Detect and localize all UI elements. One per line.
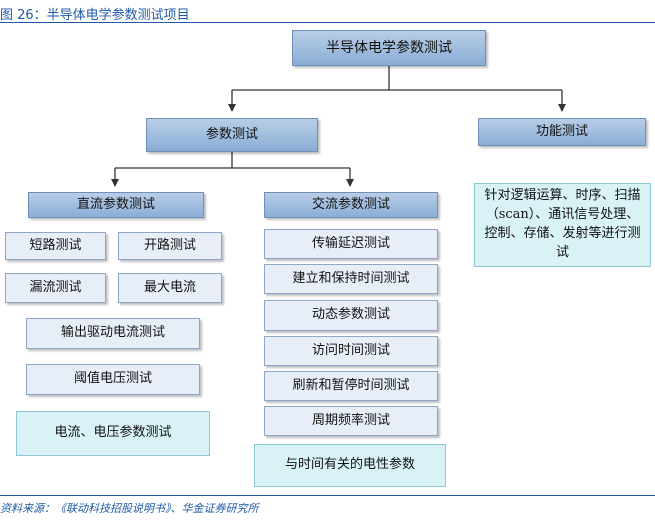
ac-dynamic-param-test: 动态参数测试 xyxy=(264,300,438,331)
ac-setup-hold-test: 建立和保持时间测试 xyxy=(264,264,438,294)
figure-caption: 图 26：半导体电学参数测试项目 xyxy=(0,8,190,23)
caption-rule xyxy=(0,22,655,23)
ac-refresh-pause-test: 刷新和暂停时间测试 xyxy=(264,371,438,401)
dc-leak-test: 漏流测试 xyxy=(5,273,106,303)
source-note: 资料来源：《联动科技招股说明书》、华金证券研究所 xyxy=(0,502,259,515)
dc-open-test: 开路测试 xyxy=(118,232,222,260)
ac-access-time-test: 访问时间测试 xyxy=(264,336,438,366)
function-test-description: 针对逻辑运算、时序、扫描（scan）、通讯信号处理、控制、存储、发射等进行测试 xyxy=(474,183,651,267)
function-test-node: 功能测试 xyxy=(478,118,646,146)
footer-rule xyxy=(0,495,655,496)
dc-output-drive-test: 输出驱动电流测试 xyxy=(26,318,200,349)
param-test-node: 参数测试 xyxy=(146,118,318,152)
dc-summary-node: 电流、电压参数测试 xyxy=(16,411,210,456)
root-connector xyxy=(232,66,562,91)
dc-test-node: 直流参数测试 xyxy=(28,192,204,218)
ac-transfer-delay-test: 传输延迟测试 xyxy=(264,229,438,259)
ac-summary-node: 与时间有关的电性参数 xyxy=(254,444,446,487)
param-connector xyxy=(115,152,350,169)
dc-max-current: 最大电流 xyxy=(118,273,222,303)
root-node: 半导体电学参数测试 xyxy=(292,30,486,66)
dc-threshold-test: 阈值电压测试 xyxy=(26,364,200,395)
dc-short-test: 短路测试 xyxy=(5,232,106,260)
ac-test-node: 交流参数测试 xyxy=(264,192,438,218)
ac-period-freq-test: 周期频率测试 xyxy=(264,406,438,436)
